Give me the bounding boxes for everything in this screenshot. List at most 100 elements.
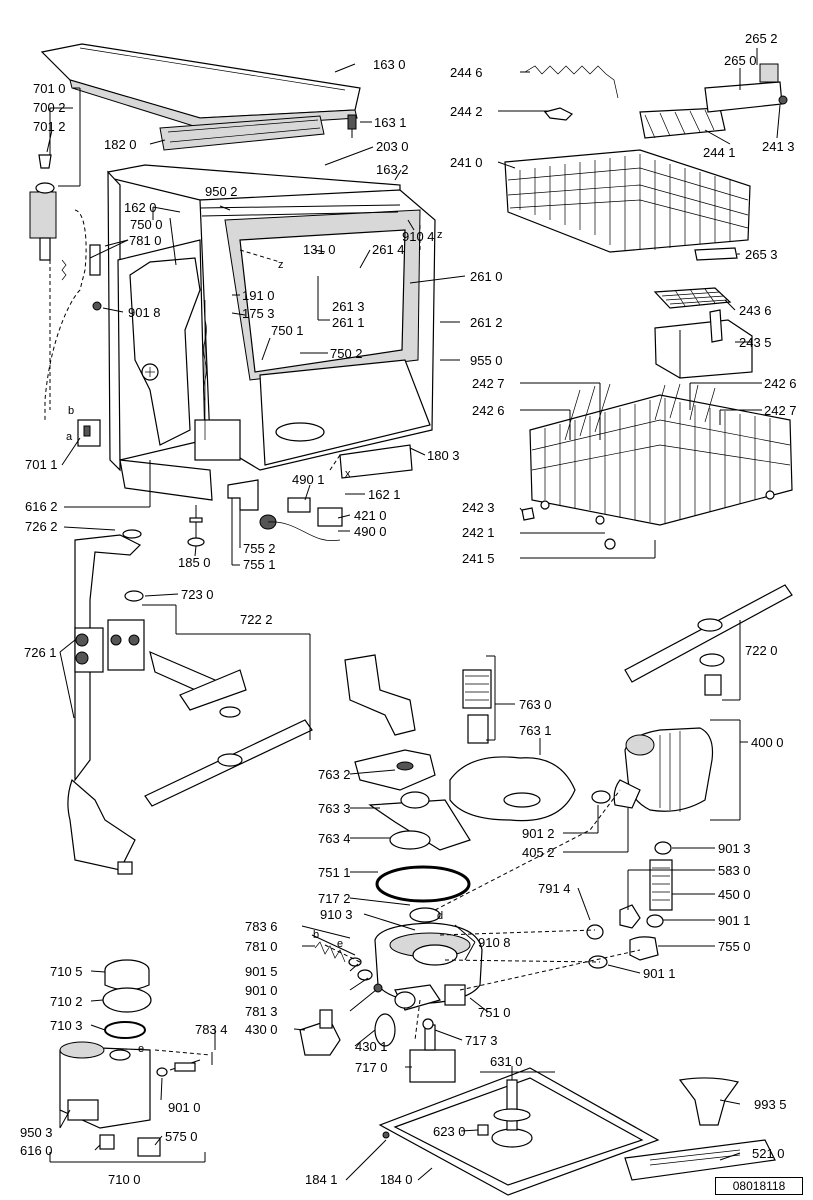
label-783-6: 783 6 xyxy=(245,919,278,934)
label-242-7-left: 242 7 xyxy=(472,376,505,391)
svg-text:x: x xyxy=(345,468,351,480)
base-plate-group xyxy=(378,1067,776,1196)
label-242-6-left: 242 6 xyxy=(472,403,505,418)
lower-spray-arm-group xyxy=(624,584,793,696)
label-430-1: 430 1 xyxy=(355,1039,388,1054)
label-575-0: 575 0 xyxy=(165,1129,198,1144)
label-400-0: 400 0 xyxy=(751,735,784,750)
label-430-0: 430 0 xyxy=(245,1022,278,1037)
label-901-0-center: 901 0 xyxy=(245,983,278,998)
label-265-2: 265 2 xyxy=(745,31,778,46)
bracket-701-1 xyxy=(77,419,101,447)
svg-text:b: b xyxy=(313,929,319,941)
label-241-3: 241 3 xyxy=(762,139,795,154)
label-261-0: 261 0 xyxy=(470,269,503,284)
lower-basket-group xyxy=(521,383,793,550)
label-521-0: 521 0 xyxy=(752,1146,785,1161)
label-131-0: 131 0 xyxy=(303,242,336,257)
label-244-1: 244 1 xyxy=(703,145,736,160)
label-490-1: 490 1 xyxy=(292,472,325,487)
svg-text:a: a xyxy=(66,431,73,443)
label-763-4: 763 4 xyxy=(318,831,351,846)
leader-lines xyxy=(46,48,781,1181)
label-750-2: 750 2 xyxy=(330,346,363,361)
label-265-0: 265 0 xyxy=(724,53,757,68)
label-244-6: 244 6 xyxy=(450,65,483,80)
label-755-1: 755 1 xyxy=(243,557,276,572)
label-750-1: 750 1 xyxy=(271,323,304,338)
part-labels: 163 0 701 0 700 2 701 2 163 1 182 0 203 … xyxy=(20,31,797,1187)
label-631-0: 631 0 xyxy=(490,1054,523,1069)
label-191-0: 191 0 xyxy=(242,288,275,303)
svg-text:z: z xyxy=(278,259,284,271)
svg-text:z: z xyxy=(437,229,443,241)
label-242-1: 242 1 xyxy=(462,525,495,540)
label-763-3: 763 3 xyxy=(318,801,351,816)
label-791-4: 791 4 xyxy=(538,881,571,896)
label-950-2: 950 2 xyxy=(205,184,238,199)
label-701-0: 701 0 xyxy=(33,81,66,96)
label-717-3: 717 3 xyxy=(465,1033,498,1048)
label-763-2: 763 2 xyxy=(318,767,351,782)
door-switch-assembly xyxy=(259,497,343,542)
label-763-0: 763 0 xyxy=(519,697,552,712)
label-726-2: 726 2 xyxy=(25,519,58,534)
svg-text:e: e xyxy=(337,938,343,950)
label-722-2: 722 2 xyxy=(240,612,273,627)
label-162-0: 162 0 xyxy=(124,200,157,215)
label-175-3: 175 3 xyxy=(242,306,275,321)
label-184-1: 184 1 xyxy=(305,1172,338,1187)
label-163-1: 163 1 xyxy=(374,115,407,130)
label-781-3: 781 3 xyxy=(245,1004,278,1019)
label-261-2: 261 2 xyxy=(470,315,503,330)
label-243-5: 243 5 xyxy=(739,335,772,350)
cutlery-basket-group xyxy=(653,287,753,379)
label-755-0: 755 0 xyxy=(718,939,751,954)
label-950-3: 950 3 xyxy=(20,1125,53,1140)
label-781-0-bottom: 781 0 xyxy=(245,939,278,954)
label-910-3: 910 3 xyxy=(320,907,353,922)
dashed-connectors xyxy=(154,225,641,1056)
reference-letters: b a b e e d z z x xyxy=(66,229,443,1055)
label-203-0: 203 0 xyxy=(376,139,409,154)
label-163-2: 163 2 xyxy=(376,162,409,177)
svg-text:d: d xyxy=(437,910,443,922)
label-180-3: 180 3 xyxy=(427,448,460,463)
label-616-0: 616 0 xyxy=(20,1143,53,1158)
label-241-0: 241 0 xyxy=(450,155,483,170)
label-163-0: 163 0 xyxy=(373,57,406,72)
label-901-1-upper: 901 1 xyxy=(718,913,751,928)
label-421-0: 421 0 xyxy=(354,508,387,523)
label-717-2: 717 2 xyxy=(318,891,351,906)
label-242-6-right: 242 6 xyxy=(764,376,797,391)
svg-text:e: e xyxy=(138,1043,144,1055)
label-261-3: 261 3 xyxy=(332,299,365,314)
screw-901-8 xyxy=(92,301,102,311)
label-910-8: 910 8 xyxy=(478,935,511,950)
label-701-2: 701 2 xyxy=(33,119,66,134)
label-783-4: 783 4 xyxy=(195,1022,228,1037)
label-710-5: 710 5 xyxy=(50,964,83,979)
label-700-2: 700 2 xyxy=(33,100,66,115)
label-450-0: 450 0 xyxy=(718,887,751,902)
label-726-1: 726 1 xyxy=(24,645,57,660)
motor-heater-group xyxy=(586,727,714,969)
label-993-5: 993 5 xyxy=(754,1097,787,1112)
label-701-1: 701 1 xyxy=(25,457,58,472)
label-710-3: 710 3 xyxy=(50,1018,83,1033)
document-id: 08018118 xyxy=(715,1177,803,1195)
label-901-8: 901 8 xyxy=(128,305,161,320)
label-901-2: 901 2 xyxy=(522,826,555,841)
label-261-4: 261 4 xyxy=(372,242,405,257)
label-616-2: 616 2 xyxy=(25,499,58,514)
label-763-1: 763 1 xyxy=(519,723,552,738)
label-623-0: 623 0 xyxy=(433,1124,466,1139)
label-755-2: 755 2 xyxy=(243,541,276,556)
label-710-2: 710 2 xyxy=(50,994,83,1009)
label-910-4: 910 4 xyxy=(402,229,435,244)
insulation-strip-part xyxy=(159,115,325,151)
label-583-0: 583 0 xyxy=(718,863,751,878)
label-781-0-top: 781 0 xyxy=(129,233,162,248)
label-750-0: 750 0 xyxy=(130,217,163,232)
